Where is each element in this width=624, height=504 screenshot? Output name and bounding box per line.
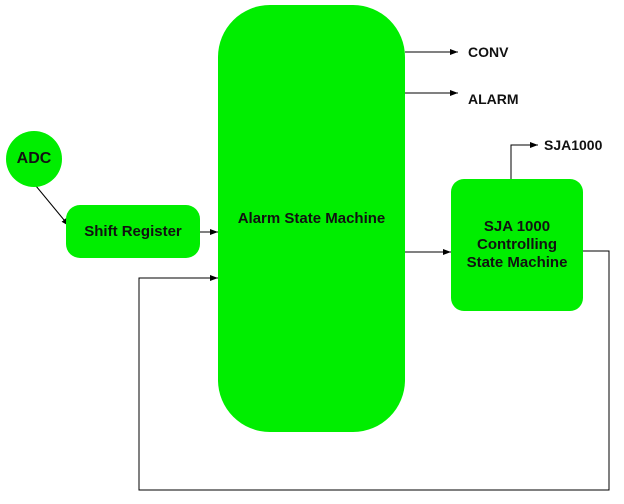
sja-controller-label: SJA 1000 Controlling State Machine xyxy=(466,218,568,271)
alarm-output-label: ALARM xyxy=(468,91,519,107)
sja1000-output-arrow xyxy=(510,142,538,179)
alarm-state-machine-label: Alarm State Machine xyxy=(237,209,386,227)
feedback-loop-arrow xyxy=(138,250,610,491)
adc-label: ADC xyxy=(16,150,52,167)
adc-to-shift-register-arrow xyxy=(35,185,70,227)
alarm-state-machine-node: Alarm State Machine xyxy=(218,5,405,432)
sja1000-output-label: SJA1000 xyxy=(544,137,603,153)
sja-controller-node: SJA 1000 Controlling State Machine xyxy=(451,179,583,311)
adc-node: ADC xyxy=(6,131,62,187)
shift-register-node: Shift Register xyxy=(66,205,200,258)
conv-output-label: CONV xyxy=(468,44,509,60)
shift-register-label: Shift Register xyxy=(84,222,182,240)
